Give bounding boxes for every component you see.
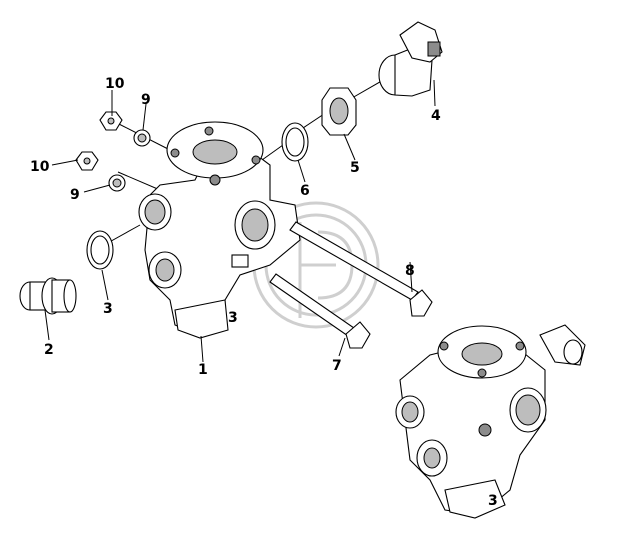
valve-body: 3 [138, 121, 301, 339]
callout-5: 5 [350, 160, 360, 176]
callout-9-lower: 9 [70, 187, 80, 203]
callout-4: 4 [431, 108, 441, 124]
nut-small-lower [75, 151, 99, 171]
washer-ring-inner [285, 127, 305, 157]
callout-labels: 1 2 3 4 5 6 7 8 9 9 10 10 [30, 76, 441, 378]
washer-small-upper [133, 129, 151, 147]
nut-small-upper [99, 111, 123, 131]
bolt-long [269, 273, 371, 349]
hex-nut-large [321, 87, 357, 136]
callout-8: 8 [405, 263, 415, 279]
callout-1: 1 [198, 362, 208, 378]
bolt-short [289, 221, 433, 317]
callout-6: 6 [300, 183, 310, 199]
callout-3: 3 [103, 301, 113, 317]
sensor-part [378, 21, 443, 97]
washer-small-lower [108, 174, 126, 192]
body-marking: 3 [228, 310, 238, 326]
assembled-valve-view: 3 [395, 324, 586, 519]
callout-7: 7 [332, 358, 342, 374]
fitting-part [19, 277, 77, 315]
body-marking-assembled: 3 [488, 493, 498, 509]
o-ring-large-inner [90, 235, 110, 265]
callout-2: 2 [44, 342, 54, 358]
leader-lines [44, 79, 436, 363]
callout-10-upper: 10 [105, 76, 125, 92]
callout-9-upper: 9 [141, 92, 151, 108]
callout-10-lower: 10 [30, 159, 50, 175]
